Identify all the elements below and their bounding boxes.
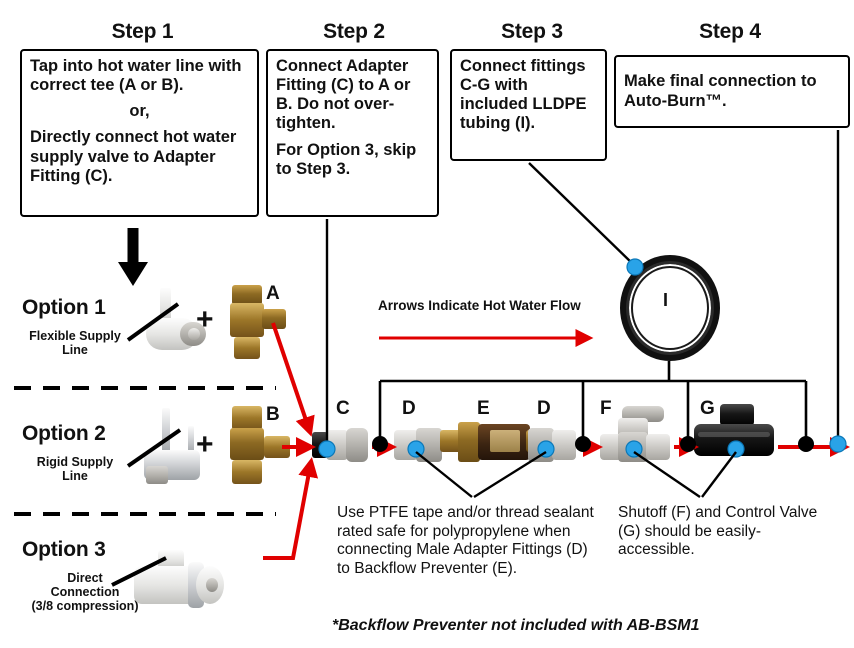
assembly-letter-c: C bbox=[336, 398, 350, 419]
step-1-title: Step 1 bbox=[111, 20, 174, 43]
valve-caption-leader-right bbox=[701, 451, 737, 498]
bus-dot-3 bbox=[680, 436, 696, 452]
option-3-sub-line-2: Connection bbox=[50, 584, 120, 599]
step-4-box: Make final connection to Auto-Burn™. bbox=[614, 55, 850, 128]
flexible-line-pointer bbox=[126, 302, 180, 342]
rigid-supply-line-image bbox=[140, 408, 212, 488]
fitting-b-image bbox=[222, 404, 298, 488]
part-letter-b: B bbox=[266, 404, 280, 425]
assembly-letter-g: G bbox=[700, 398, 715, 419]
option-2-sublabel: Rigid Supply Line bbox=[12, 455, 138, 484]
direct-connection-valve-image bbox=[130, 548, 230, 628]
step-2-line-2: For Option 3, skip to Step 3. bbox=[276, 140, 417, 178]
step-1-line-1: Tap into hot water line with correct tee… bbox=[30, 57, 242, 95]
step-3-title: Step 3 bbox=[501, 20, 563, 43]
bus-dot-2 bbox=[575, 436, 591, 452]
flow-arrow-a-to-c bbox=[271, 322, 315, 437]
step-1-box: Tap into hot water line with correct tee… bbox=[20, 49, 259, 217]
valve-access-caption: Shutoff (F) and Control Valve (G) should… bbox=[618, 504, 818, 559]
bus-dot-4 bbox=[798, 436, 814, 452]
step-4-line-1: Make final connection to Auto-Burn™. bbox=[624, 72, 817, 110]
connector-dot-g bbox=[727, 440, 745, 458]
option-2-plus-sign: + bbox=[196, 428, 214, 461]
flow-arrow-option3-to-c bbox=[263, 457, 319, 560]
assembly-letter-e: E bbox=[477, 398, 490, 419]
step-4-title: Step 4 bbox=[699, 20, 761, 43]
assembly-letter-f: F bbox=[600, 398, 612, 419]
step-2-title: Step 2 bbox=[323, 20, 385, 43]
step-2-line-1: Connect Adapter Fitting (C) to A or B. D… bbox=[276, 57, 411, 133]
option-1-label: Option 1 bbox=[22, 296, 106, 319]
footnote-text: *Backflow Preventer not included with AB… bbox=[332, 617, 700, 634]
step-3-leader-line bbox=[528, 162, 636, 267]
step-2-box: Connect Adapter Fitting (C) to A or B. D… bbox=[266, 49, 439, 217]
option-1-sublabel: Flexible Supply Line bbox=[12, 329, 138, 358]
rigid-line-pointer bbox=[126, 428, 182, 468]
tubing-letter-i: I bbox=[663, 290, 669, 310]
option-2-label: Option 2 bbox=[22, 422, 106, 445]
option-2-sub-line-1: Rigid Supply bbox=[36, 455, 114, 469]
step-3-box: Connect fittings C-G with included LLDPE… bbox=[450, 49, 607, 161]
assembly-letter-d-right: D bbox=[537, 398, 551, 419]
option-3-label: Option 3 bbox=[22, 538, 106, 561]
sealant-caption: Use PTFE tape and/or thread sealant rate… bbox=[337, 504, 594, 577]
flow-direction-note: Arrows Indicate Hot Water Flow bbox=[378, 298, 581, 313]
connector-dot-outlet bbox=[829, 435, 847, 453]
option-3-sub-line-3: (3/8 compression) bbox=[31, 598, 139, 613]
valve-caption-leader-left bbox=[633, 451, 701, 498]
tubing-connection-bus bbox=[378, 361, 808, 438]
connector-dot-d-left bbox=[407, 440, 425, 458]
flexible-supply-line-image bbox=[140, 288, 210, 364]
option-3-sublabel: Direct Connection (3/8 compression) bbox=[10, 571, 160, 613]
fitting-a-image bbox=[222, 283, 296, 367]
option-1-sub-line-2: Line bbox=[62, 342, 88, 357]
step-1-line-3: Directly connect hot water supply valve … bbox=[30, 128, 237, 185]
sealant-caption-leader-right bbox=[473, 450, 547, 499]
connector-dot-tubing bbox=[626, 258, 644, 276]
part-letter-a: A bbox=[266, 283, 280, 304]
connector-dot-d-right bbox=[537, 440, 555, 458]
lldpe-tubing-coil-image bbox=[620, 255, 720, 361]
direct-connection-pointer bbox=[111, 556, 167, 587]
option-2-sub-line-2: Line bbox=[62, 468, 88, 483]
connector-dot-f bbox=[625, 440, 643, 458]
step-1-down-arrow bbox=[118, 228, 148, 286]
connector-dot-c bbox=[318, 440, 336, 458]
option-3-sub-line-1: Direct bbox=[67, 571, 103, 585]
bus-dot-1 bbox=[372, 436, 388, 452]
step-3-line-1: Connect fittings C-G with included LLDPE… bbox=[460, 57, 587, 133]
shutoff-valve-f-image bbox=[600, 406, 674, 468]
sealant-caption-leader-left bbox=[415, 451, 473, 498]
assembly-letter-d-left: D bbox=[402, 398, 416, 419]
option-1-sub-line-1: Flexible Supply bbox=[29, 329, 121, 343]
step-1-line-2: or, bbox=[129, 102, 150, 121]
